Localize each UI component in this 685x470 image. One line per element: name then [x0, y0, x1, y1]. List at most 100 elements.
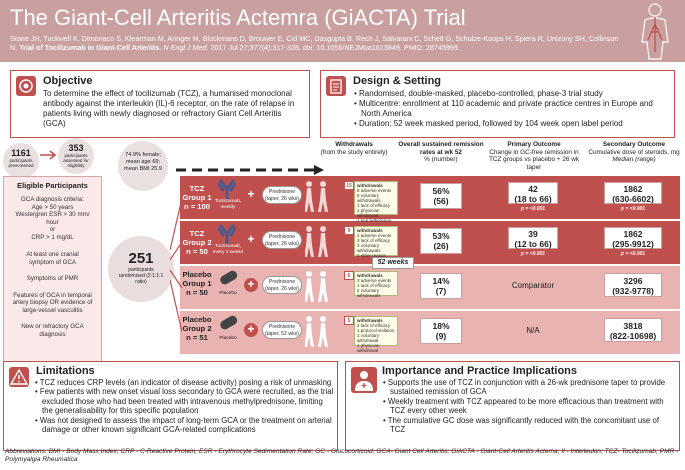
- secondary-result: 3296(932-9778): [604, 273, 662, 297]
- limitation-bullet: • TCZ reduces CRP levels (an indicator o…: [35, 378, 332, 387]
- design-bullet: • Multicentre: enrollment at 110 academi…: [354, 99, 653, 118]
- walking-people-icon: [305, 181, 328, 212]
- limitations-section: Limitations • TCZ reduces CRP levels (an…: [3, 361, 338, 451]
- primary-result: N/A: [526, 326, 540, 335]
- weeks-label: 52 weeks: [372, 257, 414, 269]
- withdraw-detail: withdrawals 3 adverse events 1 lack of e…: [354, 271, 398, 298]
- citation: Stone JH, Tuckwell K, Dimonaco S, Klearm…: [10, 34, 620, 52]
- randomised-label: participants randomised (2:1:1:1 ratio): [118, 267, 164, 285]
- prescreened-count: 1161: [11, 148, 31, 158]
- pill-icon: [220, 270, 238, 285]
- remission-result: 18%(9): [420, 318, 462, 344]
- design-bullet: • Duration: 52 week masked period, follo…: [354, 119, 623, 128]
- eligibility-title: Eligible Participants: [17, 181, 88, 190]
- primary-result: Comparator: [511, 281, 555, 290]
- col-remission: Overall sustained remission rates at wk …: [398, 141, 484, 163]
- col-withdrawals: Withdrawals (from the study entirely): [320, 141, 388, 156]
- importance-bullet: • Weekly treatment with TCZ appeared to …: [383, 396, 664, 416]
- pill-icon: [220, 315, 238, 330]
- walking-people-icon: [305, 271, 328, 302]
- importance-title: Importance and Practice Implications: [382, 365, 578, 377]
- primary-result: 39(12 to 66): [508, 227, 558, 249]
- antibody-icon: [218, 179, 236, 199]
- objective-title: Objective: [43, 75, 93, 87]
- prescreened-circle: 1161 participants prescreened: [3, 143, 39, 179]
- warning-icon: [9, 367, 29, 387]
- abbreviations: Abbreviations: BMI - Body Mass Index; CR…: [5, 448, 679, 463]
- col-secondary: Secondary Outcome Cumulative dose of ste…: [588, 141, 680, 163]
- withdraw-count: 9: [344, 226, 354, 235]
- limitation-bullet: • Few patients with new onset visual los…: [35, 387, 334, 416]
- doctor-icon: [351, 367, 377, 393]
- arrow-icon: [40, 150, 57, 160]
- steroid-pill: Prednisone (taper, 26 wks): [262, 186, 302, 204]
- remission-result: 56%(56): [420, 183, 462, 209]
- primary-pvalue: p = <0.001: [520, 251, 546, 257]
- criteria-line: New or refractory GCA diagnosis: [21, 323, 84, 338]
- criteria-line: Westergren ESR > 30 mm/ hour: [15, 211, 90, 226]
- assessed-circle: 353 participants assessed for eligibilit…: [58, 138, 94, 174]
- criteria-line: GCA diagnosis criteria:: [21, 196, 84, 203]
- secondary-result: 1862(295-9912): [604, 227, 662, 249]
- demographics-text: 74.9% female; mean age 69; mean BMI 25.9: [124, 152, 162, 172]
- drug-label: Tocilizumab, every 2 weeks: [212, 244, 244, 255]
- walking-people-icon: [305, 316, 328, 347]
- withdraw-detail: withdrawals 2 adverse events 3 lack of e…: [354, 226, 398, 258]
- citation-journal: N Engl J Med.: [163, 43, 209, 52]
- timeline-arrow: [176, 165, 324, 175]
- secondary-result: 3818(822-10698): [604, 318, 662, 342]
- assessed-count: 353: [68, 143, 84, 153]
- design-bullet: • Randomised, double-masked, placebo-con…: [354, 89, 603, 98]
- criteria-line: Symptoms of PMR: [26, 275, 79, 282]
- withdraw-count: 6: [344, 271, 354, 280]
- importance-bullet: • Supports the use of TCZ in conjunction…: [383, 378, 666, 397]
- assessed-label: participants assessed for eligibility: [63, 153, 89, 168]
- group-label: Placebo Group 1 n = 50: [182, 270, 212, 297]
- steroid-pill: Prednisone (taper, 26 wks): [262, 231, 302, 249]
- citation-title: Trial of Tocilizumab in Giant-Cell Arter…: [19, 43, 162, 52]
- antibody-icon: [218, 224, 236, 244]
- plus-icon: +: [244, 188, 258, 202]
- drug-label: Placebo: [219, 291, 237, 296]
- group-label: Placebo Group 2 n = 51: [182, 315, 212, 342]
- citation-authors: Stone JH, Tuckwell K, Dimonaco S, Klearm…: [10, 34, 619, 52]
- page-title: The Giant-Cell Arteritis Actemra (GiACTA…: [10, 5, 466, 30]
- steroid-pill: Prednisone (taper, 26 wks): [262, 276, 302, 294]
- connector-lines: [170, 197, 182, 333]
- withdraw-detail: withdrawals 8 adverse events 5 voluntary…: [354, 181, 398, 223]
- criteria-line: At least one cranial symptom of GCA: [26, 251, 79, 266]
- secondary-pvalue: p = <0.001: [620, 251, 646, 257]
- randomised-count: 251: [128, 250, 154, 267]
- criteria-line: Features of GCA in temporal artery biops…: [12, 291, 93, 314]
- plus-icon: +: [244, 233, 258, 247]
- group-label: TCZ Group 2 n = 50: [182, 229, 212, 256]
- plus-icon: +: [244, 323, 258, 337]
- design-title: Design & Setting: [353, 75, 442, 87]
- col-primary: Primary Outcome Change in GC-free remiss…: [488, 141, 580, 171]
- criteria-line: or: [49, 226, 56, 233]
- target-icon: [16, 76, 36, 96]
- objective-section: Objective To determine the effect of toc…: [10, 70, 310, 138]
- withdraw-count: 5: [344, 316, 354, 325]
- remission-result: 14%(7): [420, 273, 462, 299]
- prescreened-label: participants prescreened: [8, 158, 34, 168]
- primary-result: 42(18 to 66): [508, 182, 558, 204]
- group-label: TCZ Group 1 n = 100: [182, 184, 212, 211]
- steroid-pill: Prednisone (taper, 52 wks): [262, 321, 302, 339]
- secondary-result: 1862(630-6602): [604, 182, 662, 204]
- design-bullets: • Randomised, double-masked, placebo-con…: [353, 89, 671, 129]
- drug-label: Tocilizumab, weekly: [214, 199, 242, 210]
- limitation-bullet: • Was not designed to assess the impact …: [35, 415, 332, 435]
- secondary-pvalue: p = <0.001: [620, 206, 646, 212]
- walking-people-icon: [305, 226, 328, 257]
- criteria-line: Age > 50 years: [31, 203, 74, 211]
- primary-pvalue: p = <0.001: [520, 206, 546, 212]
- design-section: Design & Setting • Randomised, double-ma…: [320, 70, 675, 138]
- clipboard-icon: [326, 76, 346, 96]
- importance-bullet: • The cumulative GC dose was significant…: [383, 415, 660, 435]
- drug-label: Placebo: [219, 336, 237, 341]
- randomised-circle: 251 participants randomised (2:1:1:1 rat…: [108, 236, 174, 302]
- remission-result: 53%(26): [420, 228, 462, 254]
- limitations-title: Limitations: [36, 365, 95, 377]
- plus-icon: +: [244, 278, 258, 292]
